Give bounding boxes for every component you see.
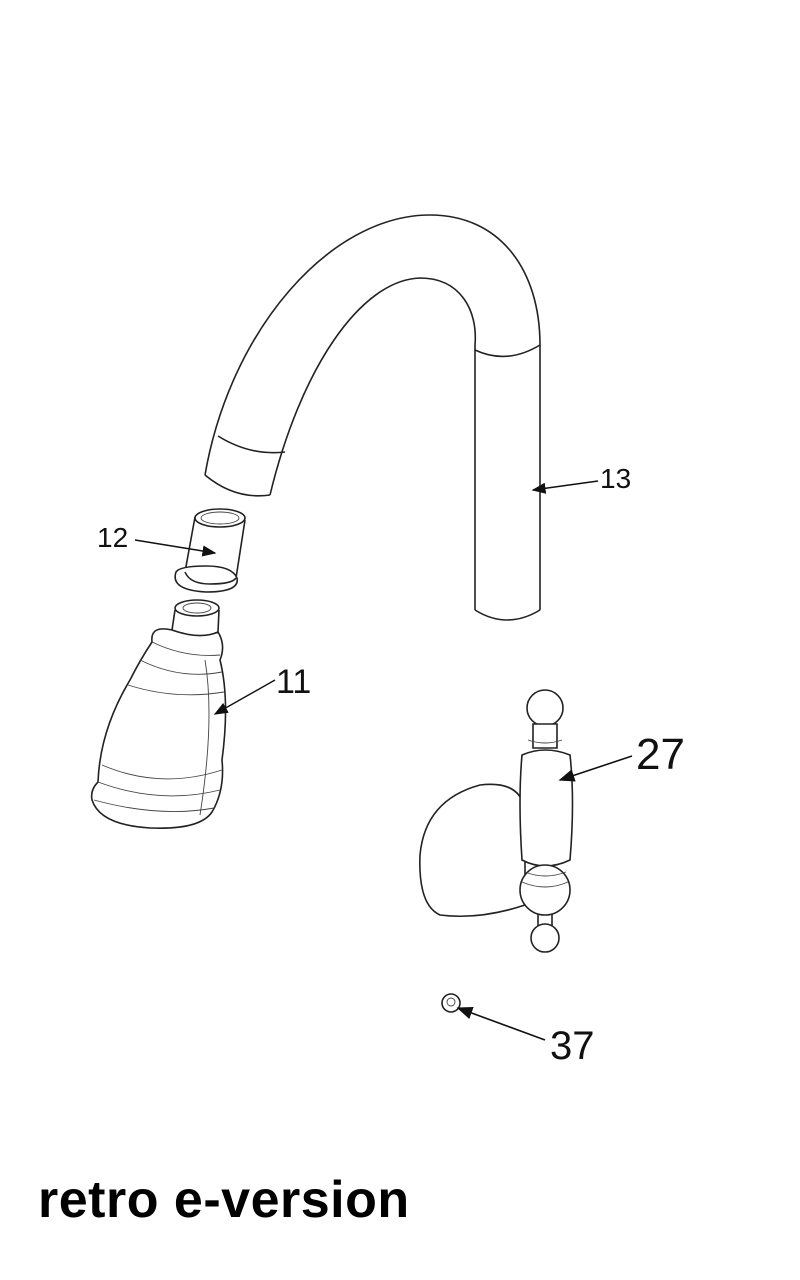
leader-arrow-27: [558, 755, 633, 782]
part-13-spout: [204, 214, 541, 621]
part-label-27: 27: [636, 730, 685, 779]
part-12-sleeve: [174, 508, 246, 593]
part-label-12: 12: [97, 522, 129, 553]
leader-arrow-12: [134, 539, 217, 557]
part-label-11: 11: [276, 663, 312, 701]
leader-arrow-13: [531, 480, 599, 494]
leader-arrow-11: [213, 679, 276, 715]
part-27-handle: [419, 689, 574, 953]
leader-arrow-37: [456, 1006, 546, 1041]
part-label-13: 13: [600, 463, 632, 494]
part-11-spray-head: [90, 599, 227, 829]
part-37-screw: [441, 993, 461, 1013]
diagram-caption: retro e-version: [38, 1171, 410, 1229]
part-label-37: 37: [550, 1024, 595, 1068]
